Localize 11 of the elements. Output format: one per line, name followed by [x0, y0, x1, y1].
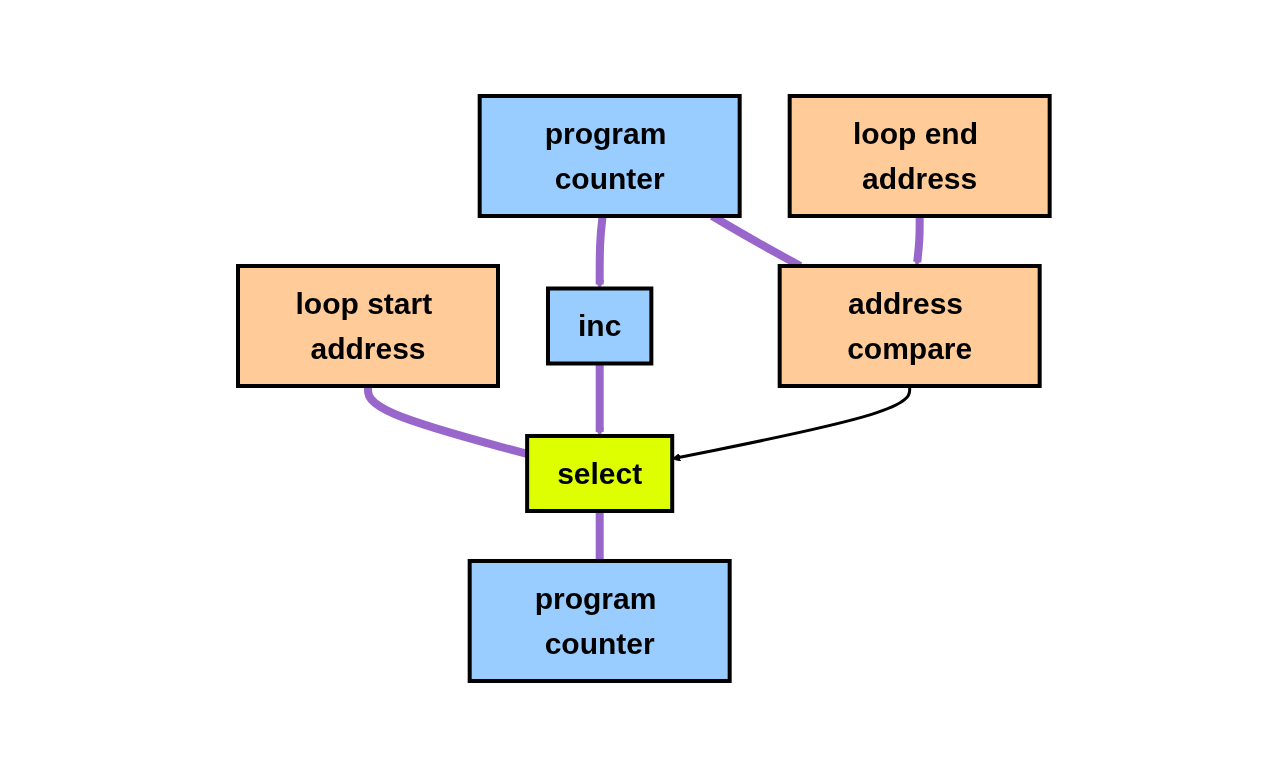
- node-box: loop start address: [235, 263, 500, 388]
- node-box: address compare: [777, 263, 1042, 388]
- arrow: [594, 363, 604, 436]
- node-box: program counter: [467, 558, 732, 683]
- connector: [595, 510, 604, 561]
- node-box: program counter: [477, 93, 742, 218]
- node-box: select: [524, 433, 674, 513]
- node-box: loop end address: [787, 93, 1052, 218]
- arrow: [912, 215, 924, 266]
- node-box: inc: [545, 286, 653, 365]
- arrow: [594, 215, 607, 289]
